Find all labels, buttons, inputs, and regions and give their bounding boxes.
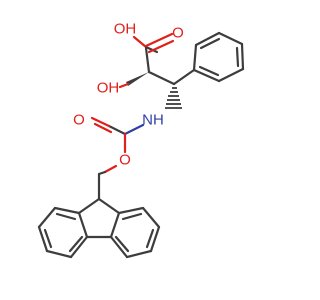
- phenyl-inner-bond-2: [235, 46, 240, 68]
- phenyl-bond-1: [192, 43, 198, 72]
- phenyl-bond-6: [192, 68, 221, 83]
- atom-carbamate-carbonyl-o: O: [73, 112, 85, 129]
- phenyl-inner-bond-3: [198, 65, 220, 77]
- left-ring-inner-3: [68, 235, 84, 253]
- hashed-bond-beta-n: [165, 87, 182, 109]
- bond-n-carbonyl: [123, 123, 145, 136]
- right-ring-bond-2: [141, 206, 161, 229]
- fluorene-c9-left: [77, 197, 101, 215]
- phenyl-inner-bond-1: [199, 37, 221, 50]
- right-ring-bond-5: [109, 235, 129, 259]
- left-ring-bond-4: [45, 249, 73, 259]
- fluorene-left-junction: [77, 211, 89, 239]
- right-ring-bond-4: [125, 249, 153, 259]
- bond-c-o-double-1: [144, 32, 174, 48]
- right-ring-inner-2: [145, 228, 155, 249]
- alpha-hydroxyl-group: OH: [97, 72, 149, 97]
- right-ring-bond-1: [117, 206, 145, 215]
- left-ring-bond-3: [37, 225, 49, 253]
- right-ring-inner-1: [121, 212, 143, 221]
- bond-alpha-oh: [118, 82, 130, 89]
- phenyl-bond-2: [194, 31, 221, 47]
- fluorene-right-junction: [109, 211, 121, 239]
- bond-c-o-double-2: [147, 39, 175, 54]
- phenyl-bond-3: [217, 31, 244, 46]
- phenyl-bond-5: [217, 67, 245, 83]
- structure-diagram: OH O OH NH O O: [37, 21, 245, 259]
- right-ring-inner-3: [114, 235, 130, 253]
- carboxylic-acid-group: OH O: [114, 21, 184, 74]
- wedge-bond-hydroxyl: [126, 72, 149, 86]
- bond-carbamate-double-1: [90, 116, 111, 128]
- atom-hydroxyl: OH: [97, 80, 120, 97]
- atom-amine: NH: [142, 112, 164, 129]
- fluorene-c9-right: [97, 197, 121, 215]
- bond-alpha-beta: [147, 70, 176, 86]
- bond-c-oh-acid: [132, 35, 148, 49]
- bond-carbonyl-carbon: [107, 124, 127, 136]
- left-ring-bond-2: [37, 206, 57, 229]
- atom-acid-carbonyl-o: O: [172, 25, 184, 42]
- bond-carboxyl-alpha: [144, 46, 151, 74]
- left-ring-inner-2: [43, 228, 53, 249]
- carbamate-group: O O: [73, 112, 145, 201]
- right-ring-bond-3: [149, 225, 161, 253]
- fluorene-system: [37, 197, 161, 259]
- atom-ester-o: O: [119, 152, 131, 169]
- bond-beta-phenyl: [172, 68, 196, 86]
- left-ring-bond-1: [53, 206, 81, 215]
- bond-ester-o-ch2: [103, 164, 118, 174]
- left-ring-bond-5: [69, 235, 89, 259]
- phenyl-bond-4: [240, 42, 245, 71]
- atom-acid-oh: OH: [114, 21, 137, 38]
- bond-c-oh-acid-carbon: [144, 45, 159, 54]
- phenyl-ring: [192, 31, 245, 83]
- bond-carbamate-double-2: [93, 122, 113, 134]
- left-ring-inner-1: [55, 212, 77, 221]
